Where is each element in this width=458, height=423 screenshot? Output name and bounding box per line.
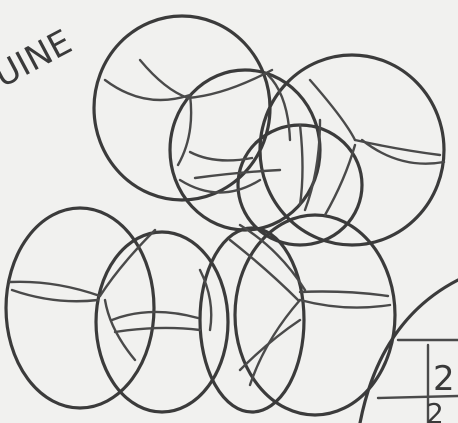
arc: [105, 80, 190, 100]
circle-bottom-left: [6, 208, 154, 408]
arc: [190, 152, 252, 160]
circle-top-middle: [170, 70, 320, 230]
arc: [250, 300, 300, 385]
arc: [300, 300, 390, 308]
arc: [140, 60, 188, 98]
corner-digit-b: 2: [426, 397, 444, 423]
arc: [355, 140, 440, 155]
arc: [230, 240, 298, 300]
arc: [115, 328, 200, 332]
corner-word: UINE: [0, 22, 78, 96]
arc: [300, 125, 303, 205]
arc: [325, 145, 355, 215]
corner-digit-a: 2: [433, 359, 455, 399]
arc: [178, 95, 191, 165]
arc: [300, 292, 388, 297]
circle-bottom-mid-left: [96, 232, 228, 412]
arc: [240, 320, 300, 370]
